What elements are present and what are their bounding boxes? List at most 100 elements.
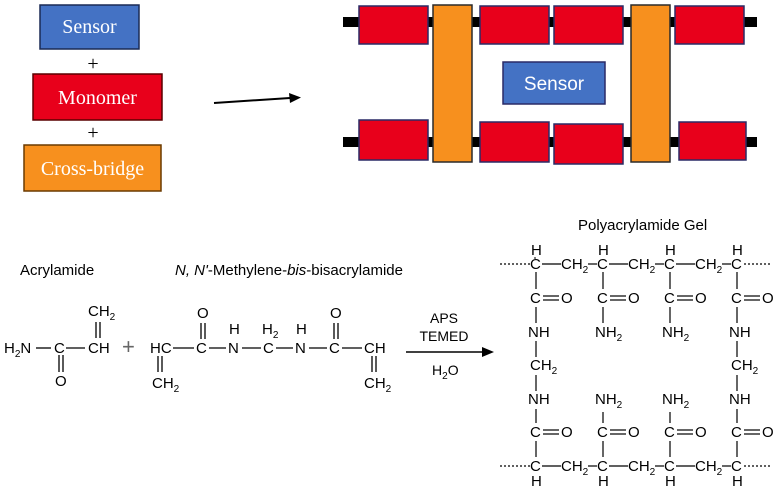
svg-text:CH2: CH2 <box>530 357 558 377</box>
cross-bridge-block <box>630 4 671 163</box>
mba-mid: -Methylene- <box>208 262 287 279</box>
reaction-arrowhead <box>482 347 494 357</box>
svg-text:CH2: CH2 <box>731 357 759 377</box>
svg-text:C: C <box>597 256 608 273</box>
svg-text:CH2: CH2 <box>152 375 180 395</box>
gel-network: Sensor <box>343 4 757 165</box>
temed-label: TEMED <box>420 328 469 344</box>
svg-text:CH2: CH2 <box>561 256 589 276</box>
svg-text:H: H <box>732 242 743 259</box>
monomer-block <box>678 121 747 161</box>
monomer-block <box>479 121 550 163</box>
svg-text:O: O <box>695 290 707 307</box>
svg-text:O: O <box>628 290 640 307</box>
top-backbone <box>343 17 757 27</box>
svg-text:NH2: NH2 <box>595 324 623 344</box>
gel-structure: C H CH2 C H CH2 C H CH2 C H C O C O C <box>500 242 774 490</box>
acrylamide-structure: H2N C CH O CH2 <box>4 303 116 390</box>
svg-text:NH2: NH2 <box>662 391 690 411</box>
acrylamide-label: Acrylamide <box>20 262 94 279</box>
mba-label: N, N'-Methylene-bis-bisacrylamide <box>175 262 403 279</box>
plus-1: + <box>87 53 98 75</box>
svg-text:C: C <box>731 290 742 307</box>
monomer-label: Monomer <box>58 87 137 109</box>
network-sensor-box <box>502 61 606 105</box>
cross-bridge-box <box>23 144 162 192</box>
formation-arrow <box>213 93 301 104</box>
svg-text:C: C <box>664 256 675 273</box>
svg-text:C: C <box>54 340 65 357</box>
svg-text:C: C <box>263 340 274 357</box>
monomer-box <box>32 73 163 121</box>
svg-text:NH: NH <box>528 324 550 341</box>
svg-text:CH2: CH2 <box>88 303 116 323</box>
svg-text:C: C <box>329 340 340 357</box>
svg-text:CH2: CH2 <box>695 458 723 478</box>
svg-text:CH2: CH2 <box>628 458 656 478</box>
mba-prefix: N, N <box>175 262 205 279</box>
svg-text:C: C <box>731 458 742 475</box>
plus-2: + <box>87 122 98 144</box>
svg-text:C: C <box>597 290 608 307</box>
plus-sign: + <box>122 334 135 359</box>
monomer-block <box>674 5 745 45</box>
svg-text:C: C <box>530 424 541 441</box>
svg-text:H: H <box>229 321 240 338</box>
svg-text:C: C <box>731 256 742 273</box>
gel-label: Polyacrylamide Gel <box>578 217 707 234</box>
svg-text:C: C <box>196 340 207 357</box>
svg-text:C: C <box>664 458 675 475</box>
svg-text:C: C <box>664 424 675 441</box>
svg-text:O: O <box>695 424 707 441</box>
svg-text:O: O <box>55 373 67 390</box>
bottom-backbone <box>343 137 757 147</box>
svg-text:O: O <box>762 290 774 307</box>
svg-text:H2N: H2N <box>4 340 31 360</box>
water-label: H2O <box>432 362 459 382</box>
cross-bridge-label: Cross-bridge <box>41 158 144 180</box>
svg-text:C: C <box>530 458 541 475</box>
svg-text:H: H <box>732 473 743 490</box>
svg-text:C: C <box>530 256 541 273</box>
svg-text:O: O <box>330 305 342 322</box>
sensor-label: Sensor <box>62 16 117 38</box>
svg-text:NH: NH <box>729 324 751 341</box>
svg-text:CH2: CH2 <box>561 458 589 478</box>
legend: Sensor + Monomer + Cross-bridge <box>23 4 163 192</box>
svg-text:H2: H2 <box>262 321 279 341</box>
svg-text:H: H <box>296 321 307 338</box>
svg-text:CH2: CH2 <box>628 256 656 276</box>
mba-suffix: -bisacrylamide <box>306 262 403 279</box>
svg-text:O: O <box>561 424 573 441</box>
svg-text:C: C <box>664 290 675 307</box>
svg-text:H: H <box>598 242 609 259</box>
svg-text:O: O <box>561 290 573 307</box>
svg-text:CH: CH <box>88 340 110 357</box>
network-sensor-label: Sensor <box>524 74 585 95</box>
svg-text:N: N <box>228 340 239 357</box>
svg-text:C: C <box>597 424 608 441</box>
svg-text:H: H <box>665 242 676 259</box>
svg-text:H: H <box>665 473 676 490</box>
svg-text:HC: HC <box>150 340 172 357</box>
cross-bridge-block <box>432 4 473 163</box>
monomer-block <box>553 123 624 165</box>
reaction-conditions: APS TEMED H2O <box>406 310 494 382</box>
svg-text:NH2: NH2 <box>595 391 623 411</box>
svg-text:NH2: NH2 <box>662 324 690 344</box>
svg-text:C: C <box>731 424 742 441</box>
svg-text:CH2: CH2 <box>695 256 723 276</box>
svg-text:CH2: CH2 <box>364 375 392 395</box>
svg-text:CH: CH <box>364 340 386 357</box>
mba-bis: bis <box>287 262 307 279</box>
svg-text:C: C <box>530 290 541 307</box>
monomer-block <box>358 5 429 45</box>
mba-prime: ' <box>205 262 209 279</box>
svg-text:NH: NH <box>729 391 751 408</box>
svg-text:O: O <box>197 305 209 322</box>
svg-text:C: C <box>597 458 608 475</box>
svg-text:H: H <box>598 473 609 490</box>
svg-text:H: H <box>531 242 542 259</box>
svg-text:NH: NH <box>528 391 550 408</box>
